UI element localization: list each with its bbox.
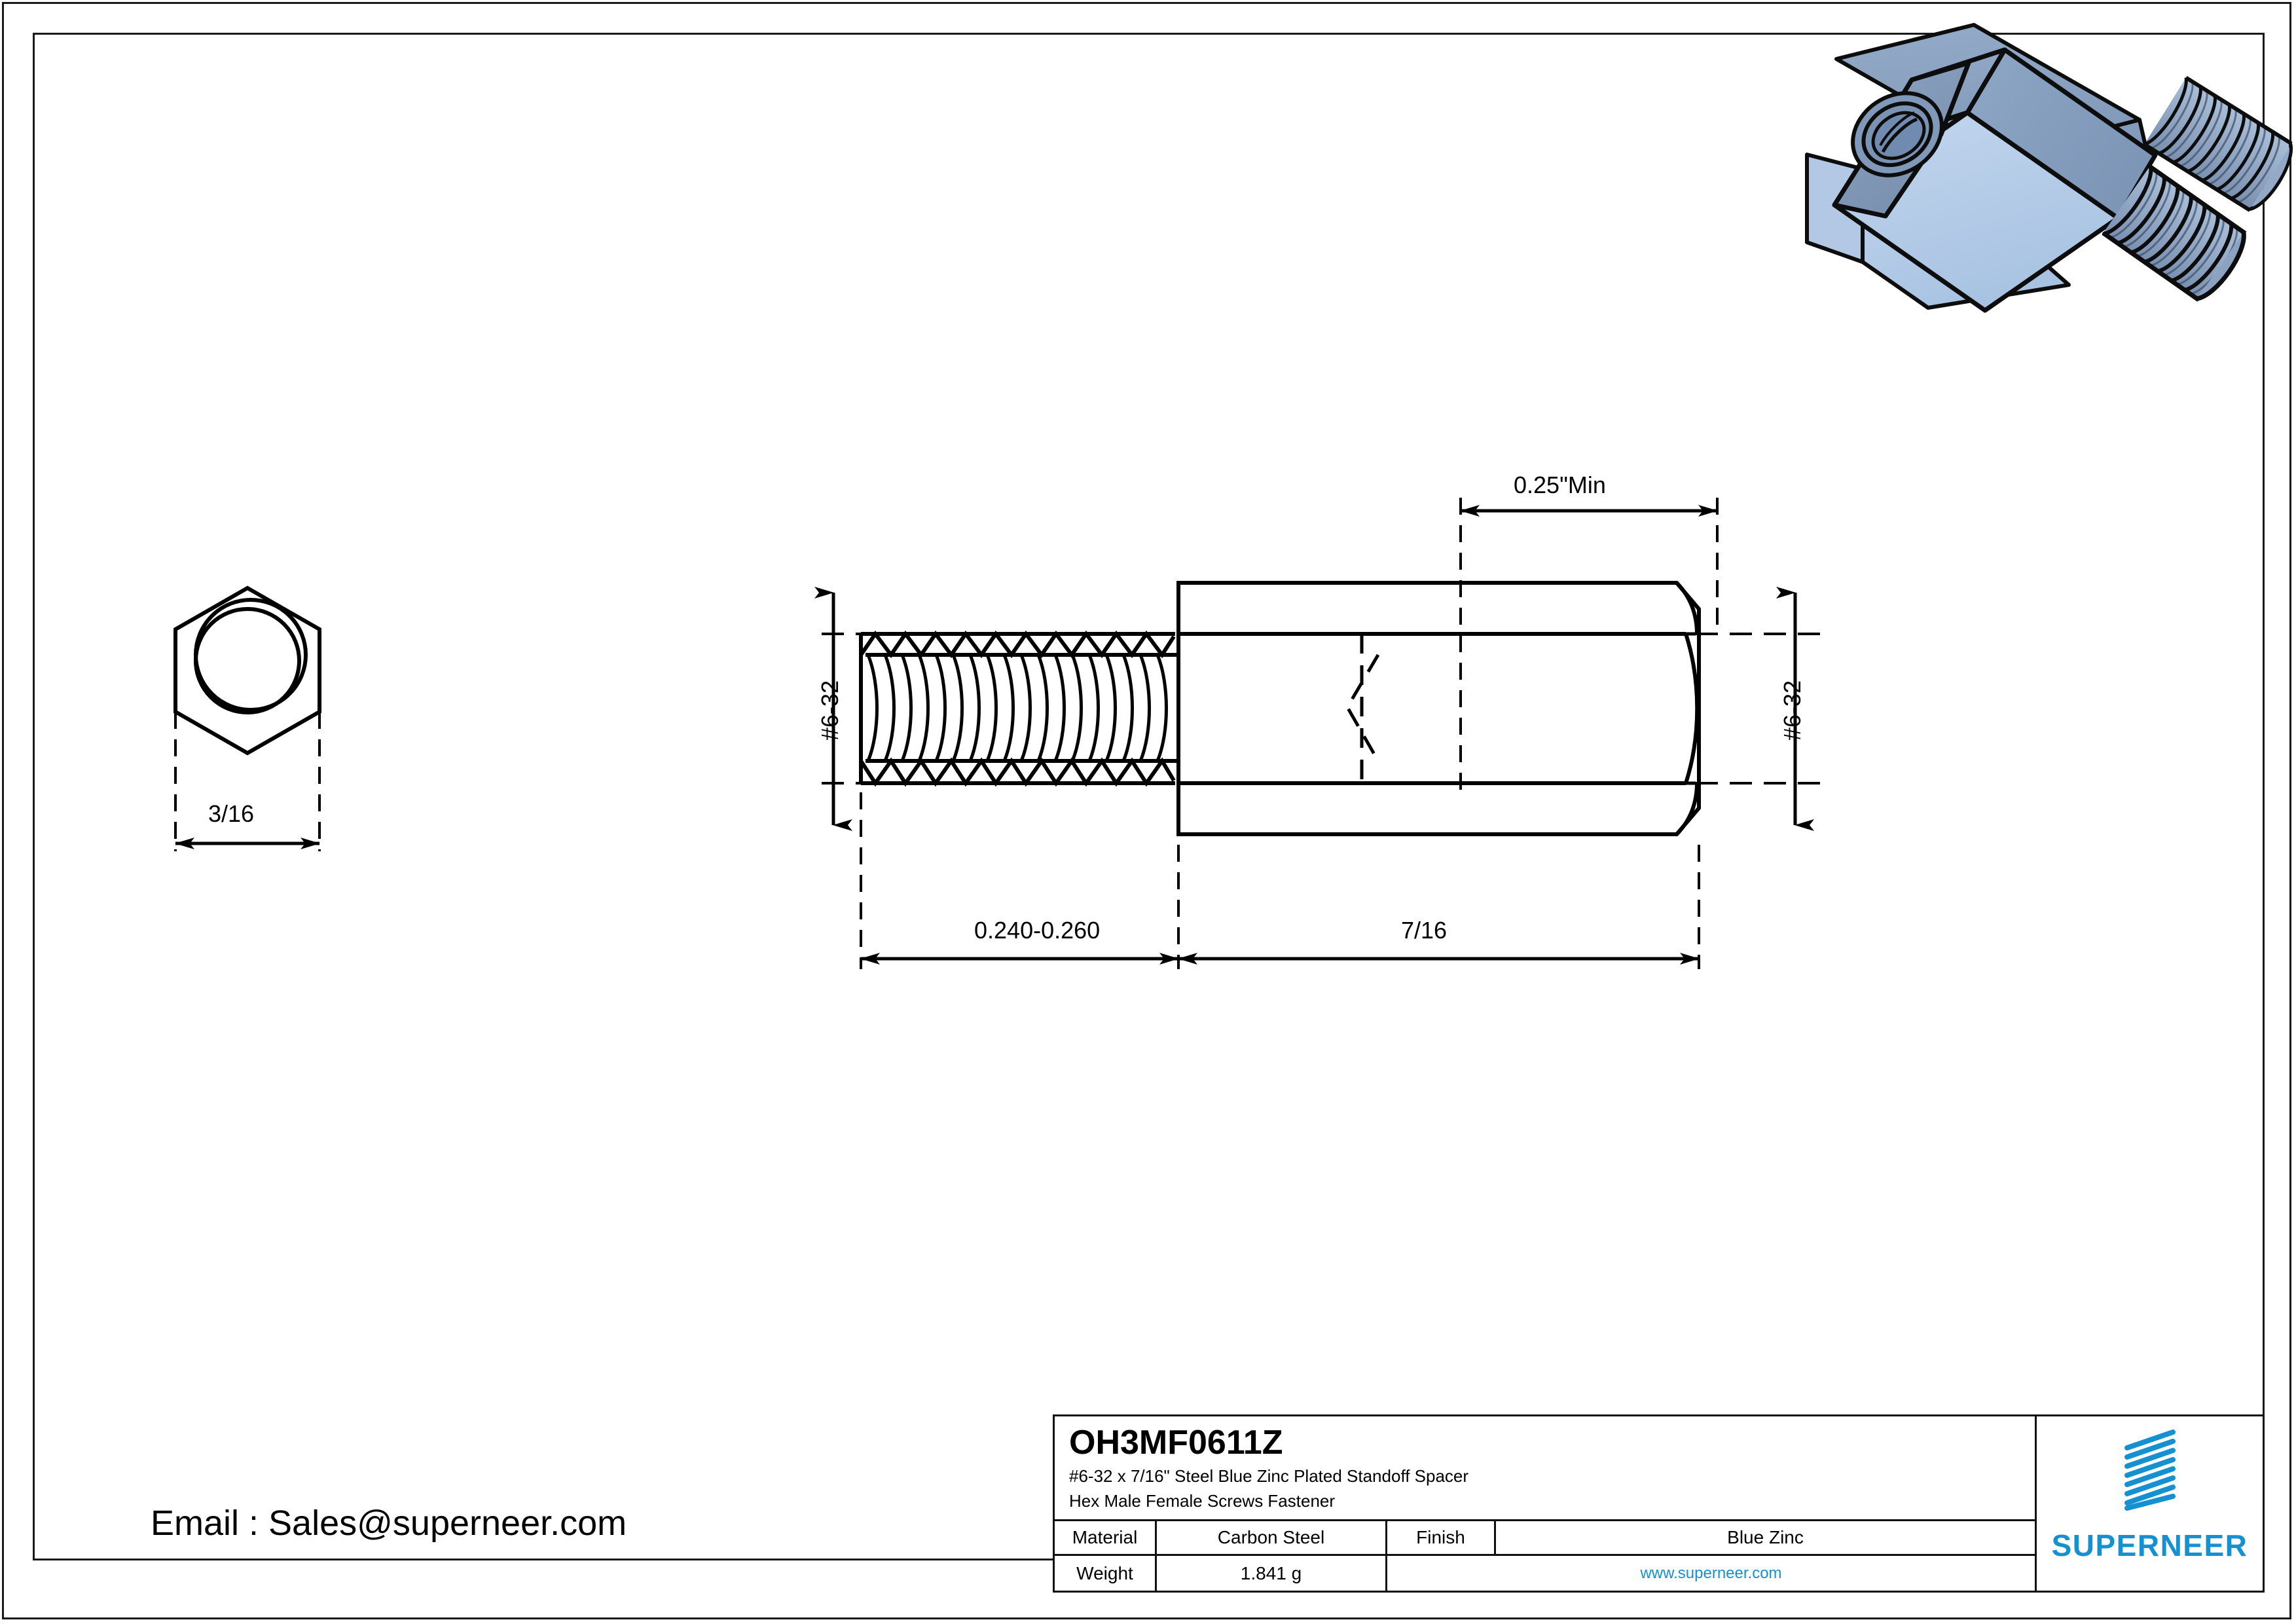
dim-label-across-flats: 3/16 bbox=[208, 800, 255, 827]
material-label: Material bbox=[1055, 1521, 1157, 1554]
weight-value: 1.841 g bbox=[1157, 1556, 1387, 1591]
dim-label-female-depth: 0.25"Min bbox=[1514, 471, 1606, 498]
weight-label: Weight bbox=[1055, 1556, 1157, 1591]
brand-logo-block: SUPERNEER bbox=[2037, 1416, 2263, 1591]
description-line-1: #6-32 x 7/16" Steel Blue Zinc Plated Sta… bbox=[1069, 1466, 1469, 1486]
website-url[interactable]: www.superneer.com bbox=[1640, 1564, 1782, 1582]
contact-email: Email : Sales@superneer.com bbox=[151, 1504, 627, 1543]
sheet-border-inner bbox=[33, 33, 2265, 1560]
material-value: Carbon Steel bbox=[1157, 1521, 1387, 1554]
finish-value: Blue Zinc bbox=[1727, 1527, 1804, 1547]
dim-label-male-length: 0.240-0.260 bbox=[974, 917, 1101, 944]
title-block: OH3MF0611Z #6-32 x 7/16" Steel Blue Zinc… bbox=[1053, 1414, 2265, 1593]
part-number: OH3MF0611Z bbox=[1069, 1424, 1283, 1462]
website-url-cell[interactable]: www.superneer.com bbox=[1387, 1556, 2035, 1591]
finish-label: Finish bbox=[1387, 1521, 1496, 1554]
superneer-logo-icon bbox=[2124, 1430, 2176, 1511]
brand-wordmark: SUPERNEER bbox=[2051, 1528, 2248, 1562]
description-line-2: Hex Male Female Screws Fastener bbox=[1069, 1491, 1336, 1511]
spec-row-material: Material Carbon Steel Finish Blue Zinc bbox=[1055, 1521, 2035, 1556]
title-block-description: OH3MF0611Z #6-32 x 7/16" Steel Blue Zinc… bbox=[1055, 1416, 2035, 1521]
spec-row-weight: Weight 1.841 g www.superneer.com bbox=[1055, 1556, 2035, 1591]
dim-label-male-thread-size: #6-32 bbox=[816, 680, 843, 741]
dim-label-female-thread-size: #6-32 bbox=[1779, 680, 1806, 741]
title-block-main: OH3MF0611Z #6-32 x 7/16" Steel Blue Zinc… bbox=[1055, 1416, 2037, 1591]
dim-label-body-length: 7/16 bbox=[1401, 917, 1448, 944]
